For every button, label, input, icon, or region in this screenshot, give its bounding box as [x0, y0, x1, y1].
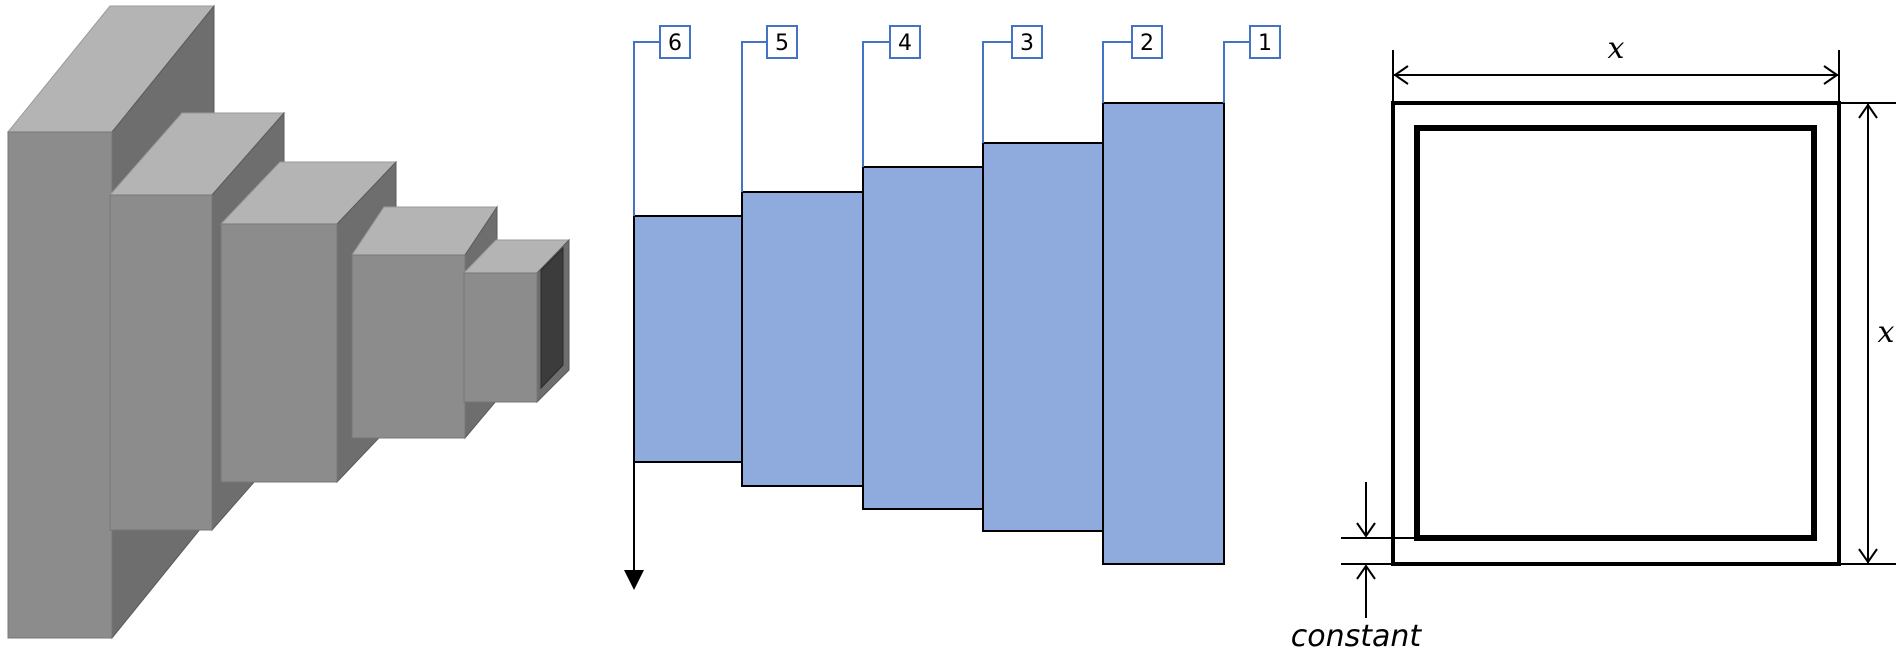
- step-callout-4: 4: [862, 25, 921, 167]
- section-step-6: [633, 215, 743, 463]
- step-label-5: 5: [775, 31, 789, 56]
- height-label: x: [1878, 315, 1895, 350]
- thickness-label: constant: [1291, 619, 1423, 654]
- step-callout-3: 3: [982, 25, 1043, 143]
- step-callout-2: 2: [1102, 25, 1163, 103]
- inner-square: [1414, 125, 1817, 541]
- width-label: x: [1608, 31, 1625, 66]
- width-dimension: x: [1392, 31, 1840, 103]
- section-step-2: [1102, 102, 1225, 565]
- thickness-dimension: constant: [1291, 482, 1423, 654]
- section-step-4: [862, 166, 984, 510]
- step-label-4: 4: [898, 31, 912, 56]
- open-tube-end: [540, 246, 564, 390]
- height-dimension: x: [1839, 102, 1896, 565]
- step-callout-1: 1: [1223, 25, 1281, 103]
- step-label-2: 2: [1140, 31, 1154, 56]
- section-step-3: [982, 142, 1104, 532]
- step-callout-6: 6: [633, 25, 691, 216]
- stepped-section-view: 6 5 4 3 2 1: [624, 25, 1281, 590]
- stepped-tube-3d-view: [6, 4, 571, 640]
- step-label-1: 1: [1258, 31, 1272, 56]
- square-cross-section: x x constant: [1291, 31, 1896, 654]
- step-callout-5: 5: [741, 25, 798, 192]
- outer-square: [1391, 101, 1841, 566]
- tube-segment-3d-5: [462, 238, 571, 404]
- step-label-6: 6: [668, 31, 682, 56]
- step-label-3: 3: [1020, 31, 1034, 56]
- section-step-5: [741, 191, 864, 487]
